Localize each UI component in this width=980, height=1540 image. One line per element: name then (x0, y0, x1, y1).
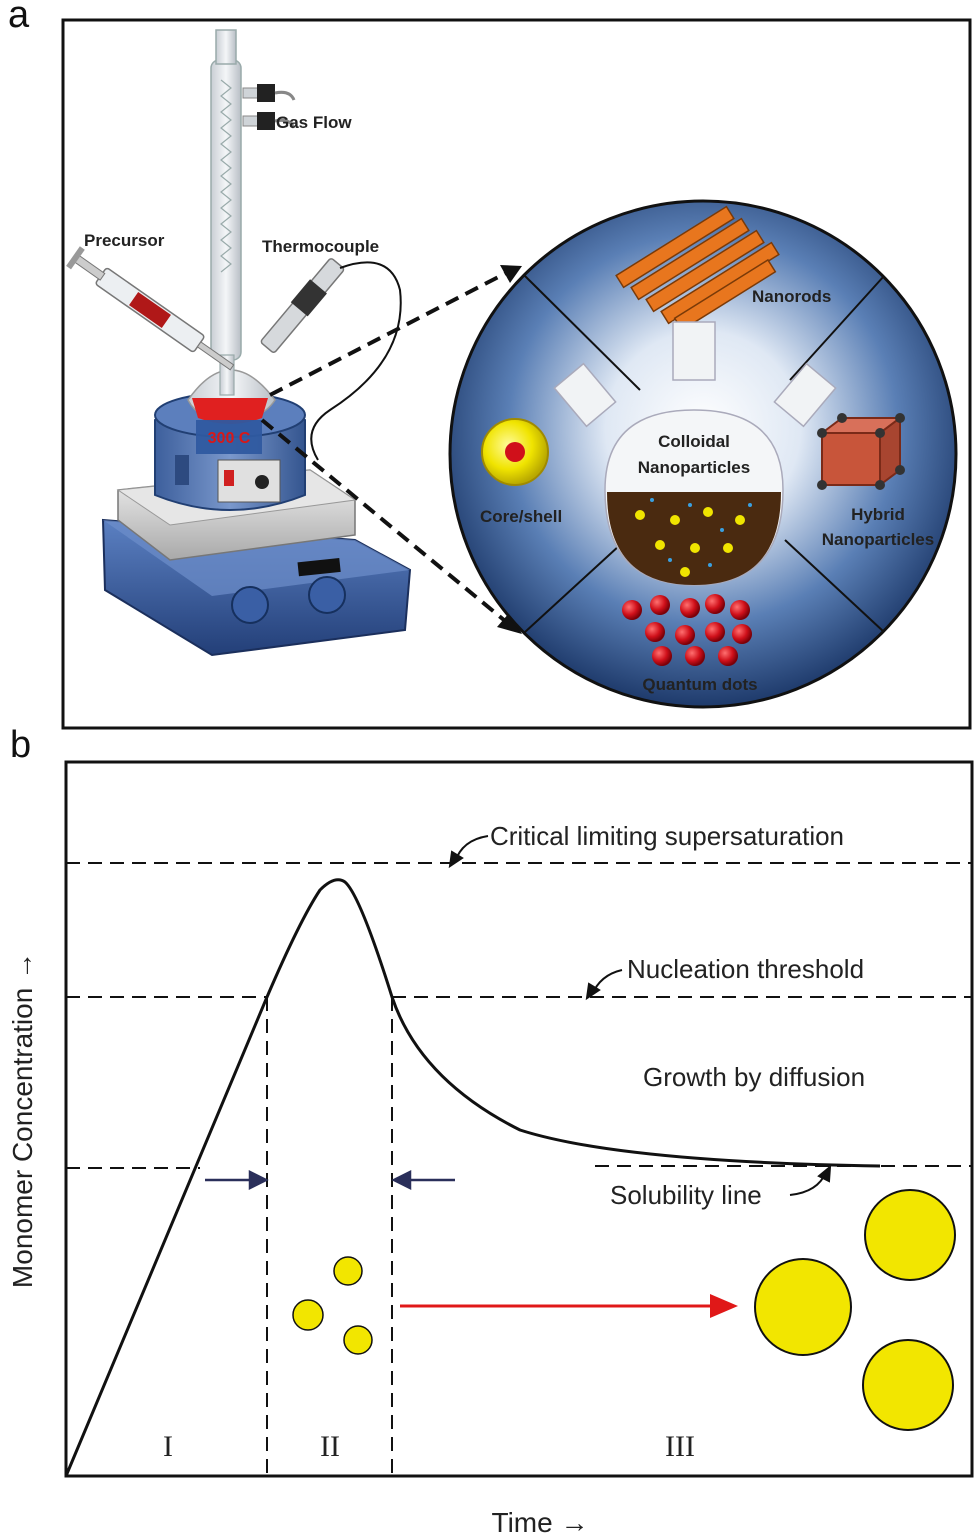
reaction-apparatus: 300 C (66, 29, 412, 657)
three-neck-flask-icon (553, 321, 837, 586)
core-shell-label: Core/shell (480, 507, 562, 526)
hybrid-label-1: Hybrid (851, 505, 905, 524)
panel-b: Monomer Concentration → Time → Critical … (7, 760, 974, 1538)
knob-left (231, 586, 269, 624)
colloidal-label-1: Colloidal (658, 432, 730, 451)
hybrid-nanoparticle-icon (817, 413, 905, 490)
nanorods-label: Nanorods (752, 287, 831, 306)
knob-right (308, 576, 346, 614)
panel-b-letter: b (10, 724, 32, 766)
panel-a-letter: a (8, 0, 30, 36)
syringe (66, 246, 235, 371)
callout-arrows (260, 265, 522, 634)
red-heating-zone (192, 398, 268, 424)
nanorods-icon (615, 205, 780, 332)
hybrid-label-2: Nanoparticles (822, 530, 934, 549)
stage-ii-label: II (320, 1430, 340, 1463)
stage-iii-label: III (665, 1430, 695, 1463)
core-shell-icon (481, 418, 549, 486)
nucleation-window-arrows (205, 1169, 455, 1191)
thermocouple-label: Thermocouple (262, 237, 379, 256)
x-axis-label: Time → (492, 1507, 589, 1538)
growth-by-diffusion-label: Growth by diffusion (643, 1062, 865, 1092)
stage-i-label: I (163, 1430, 173, 1463)
gas-flow-label: Gas Flow (276, 113, 352, 132)
quantum-dots-icon (622, 594, 752, 666)
thermocouple-probe (260, 258, 345, 353)
solubility-line-label: Solubility line (610, 1180, 762, 1210)
nuclei-particles (292, 1256, 373, 1355)
grown-particles (754, 1189, 956, 1431)
panel-a-frame (61, 18, 972, 730)
plot-frame (64, 760, 974, 1478)
thermocouple-wire (310, 261, 402, 461)
temperature-label: 300 C (208, 430, 251, 447)
annotation-arrows (448, 835, 832, 1196)
y-axis-label: Monomer Concentration → (7, 952, 38, 1288)
nanoparticle-types-circle: Nanorods Colloidal Nanoparticles Core/sh… (448, 199, 958, 709)
concentration-curve (64, 878, 881, 1477)
condenser (210, 59, 242, 361)
critical-supersaturation-label: Critical limiting supersaturation (490, 821, 844, 851)
quantum-dots-label: Quantum dots (642, 675, 757, 694)
colloidal-label-2: Nanoparticles (638, 458, 750, 477)
panel-a: 300 C Gas Flow Precursor Thermocouple (61, 18, 972, 730)
nucleation-threshold-label: Nucleation threshold (627, 954, 864, 984)
growth-arrow (400, 1294, 738, 1318)
precursor-label: Precursor (84, 231, 165, 250)
